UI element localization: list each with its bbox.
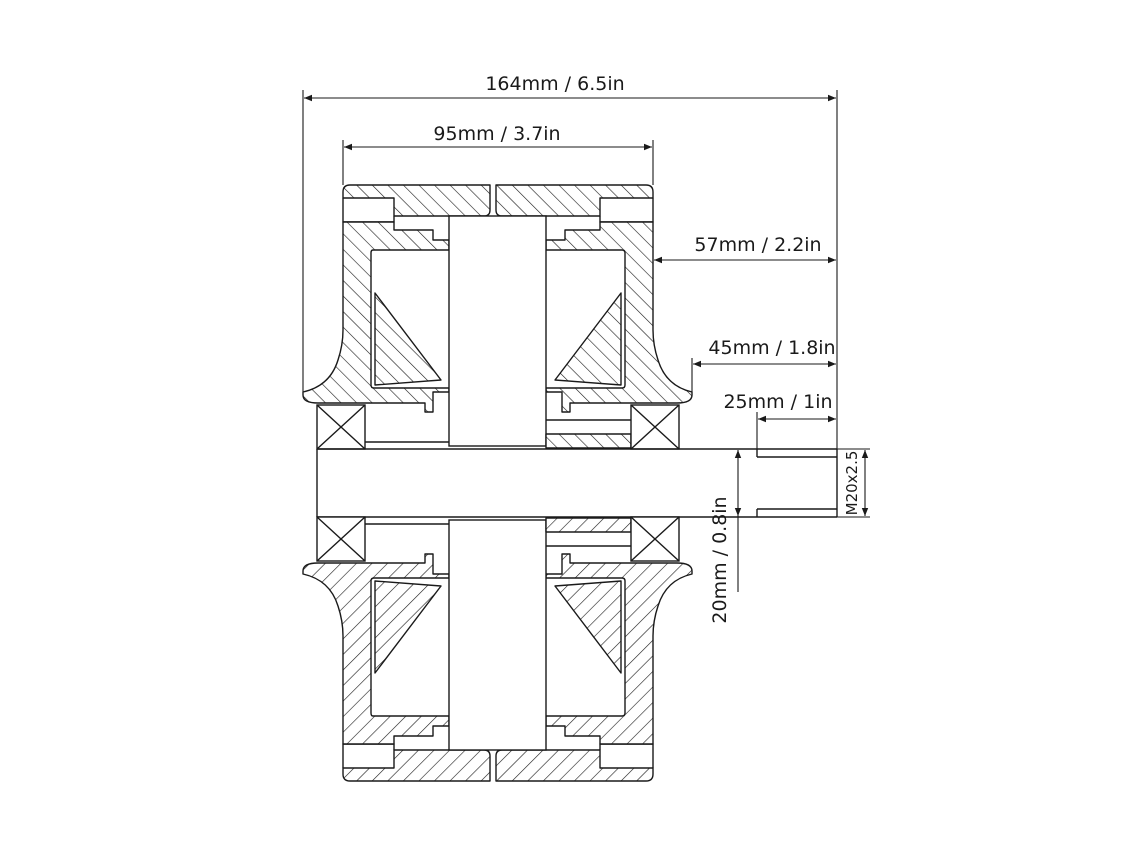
flange-offset-label: 57mm / 2.2in [694,234,821,256]
axle-diameter-label: 20mm / 0.8in [709,496,731,623]
bearing-left-upper [316,404,366,450]
hub-web-right-upper [554,292,622,386]
bearing-offset-label: 45mm / 1.8in [708,337,835,359]
hub-body-right-upper [545,221,693,413]
dimension-hub-width: 95mm / 3.7in [342,123,654,185]
dimension-axle-stub: 25mm / 1in [723,391,836,449]
hub-width-label: 95mm / 3.7in [433,123,560,145]
axle-stub-label: 25mm / 1in [723,391,832,413]
dimension-flange-offset: 57mm / 2.2in [654,234,836,264]
hub-web-left-upper [374,292,442,386]
dimension-bearing-offset: 45mm / 1.8in [691,337,836,392]
hub-shell-upper [448,215,547,447]
overall-width-label: 164mm / 6.5in [485,73,624,95]
thread-label: M20x2.5 [843,451,861,516]
rim-band-right-upper [495,184,654,217]
rim-band-left-upper [342,184,491,217]
bearing-right-upper [630,404,680,450]
spacer-sleeve-upper [545,433,632,449]
dimension-overall-width: 164mm / 6.5in [302,73,838,449]
dimension-thread: M20x2.5 [837,448,870,518]
hub-upper-half [302,184,693,450]
hub-body-left-upper [302,221,450,413]
axle [316,448,838,518]
dimension-axle-diameter: 20mm / 0.8in [709,450,742,624]
hub-lower-half [302,516,693,782]
